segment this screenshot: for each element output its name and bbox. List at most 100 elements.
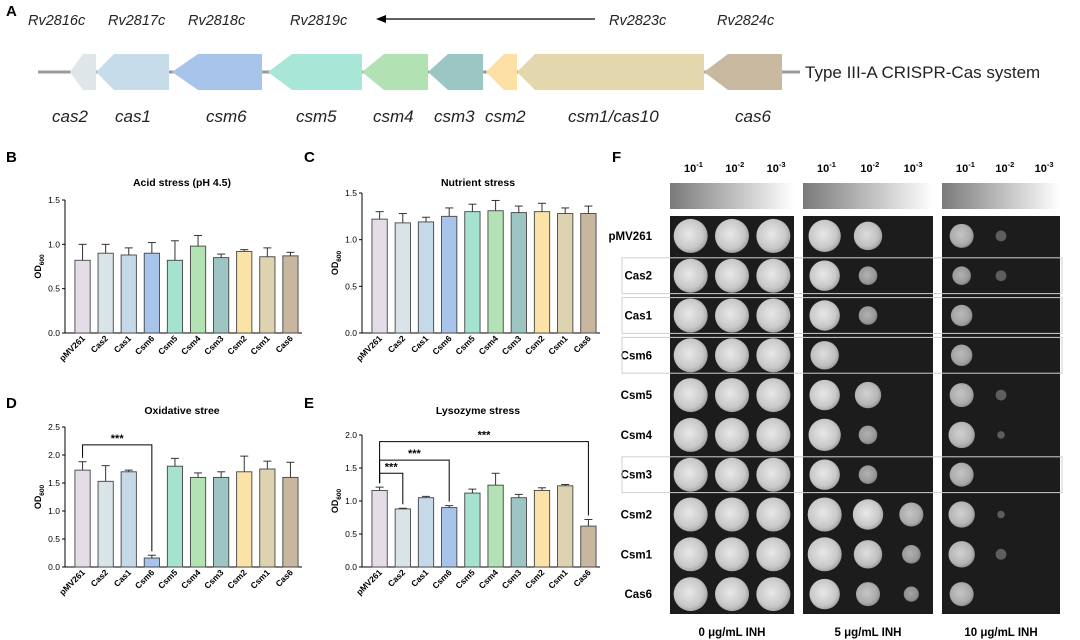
colony-spot (997, 431, 1005, 439)
gene-arrow-csm5 (268, 54, 362, 90)
highlight-row-box (621, 257, 1063, 295)
colony-spot (673, 338, 708, 373)
y-tick-label: 0.5 (345, 281, 357, 291)
dilution-base: 10 (956, 163, 968, 175)
dilution-label: 10-1 (817, 160, 836, 175)
colony-spot (995, 548, 1007, 560)
y-axis-label-subscript: 600 (39, 484, 46, 495)
colony-spot (808, 219, 841, 253)
colony-spot (903, 586, 919, 602)
x-tick-label: Csm1 (248, 333, 272, 357)
colony-spot (995, 270, 1007, 282)
gene-arrow-csm2 (486, 54, 517, 90)
dilution-wedge (670, 183, 794, 209)
bar-csm3 (510, 212, 527, 334)
colony-spot (673, 258, 708, 293)
gene-arrow-cas2 (70, 54, 96, 90)
x-tick-label: Cas6 (273, 333, 295, 355)
bar-pmv261 (371, 218, 388, 334)
bar-csm1 (557, 213, 574, 334)
colony-spot (948, 421, 975, 449)
locus-tag-rv2819c: Rv2819c (290, 13, 348, 29)
transcription-arrowhead (376, 15, 386, 23)
strain-label-cas1: Cas1 (625, 311, 653, 323)
chart-oxidative-stress: Oxidative streeOD6000.00.51.01.52.02.5pM… (33, 405, 302, 597)
locus-tag-rv2818c: Rv2818c (188, 13, 246, 29)
x-tick-label: pMV261 (354, 333, 384, 363)
colony-spot (673, 537, 708, 572)
y-tick-label: 1.5 (48, 195, 60, 205)
colony-spot (858, 465, 878, 485)
strain-label-cas2: Cas2 (625, 271, 653, 283)
chart-title: Oxidative stree (144, 405, 219, 417)
panel-letter-c: C (304, 149, 315, 166)
x-tick-label: Cas6 (273, 567, 295, 589)
x-tick-label: Csm5 (156, 333, 180, 357)
bar-cas6 (282, 255, 299, 334)
colony-spot (673, 577, 708, 612)
bar-csm4 (487, 484, 504, 568)
colony-spot (756, 298, 791, 333)
significance-label: *** (385, 461, 399, 473)
panel-letter-e: E (304, 395, 314, 412)
y-axis-label-main: OD (330, 261, 340, 275)
bar-csm3 (510, 497, 527, 568)
significance-label: *** (111, 433, 125, 445)
significance-label: *** (478, 430, 492, 442)
colony-spot (715, 577, 749, 612)
colony-spot (853, 540, 883, 569)
colony-spot (810, 341, 839, 370)
bar-cas1 (120, 471, 137, 568)
x-tick-label: Csm3 (202, 567, 226, 591)
bar-cas6 (282, 476, 299, 568)
x-tick-label: Csm1 (546, 333, 570, 357)
dilution-base: 10 (817, 163, 829, 175)
locus-tag-rv2824c: Rv2824c (717, 13, 775, 29)
x-tick-label: Csm4 (179, 567, 203, 591)
bar-cas6 (580, 525, 597, 568)
y-tick-label: 0.0 (345, 562, 357, 572)
dilution-label: 10-2 (995, 160, 1014, 175)
y-tick-label: 2.0 (345, 430, 357, 440)
gene-arrow-cas1 (96, 54, 169, 90)
dilution-wedge (942, 183, 1060, 209)
highlight-row-box (621, 456, 1063, 494)
bar-pmv261 (371, 489, 388, 568)
dilution-base: 10 (767, 163, 779, 175)
panel-letter-b: B (6, 149, 17, 166)
colony-spot (809, 459, 840, 490)
colony-spot (995, 389, 1007, 401)
bar-csm6 (143, 557, 160, 568)
colony-spot (949, 462, 974, 487)
panel-letter-f: F (612, 149, 621, 166)
strain-label-pmv261: pMV261 (609, 231, 653, 243)
highlight-row-box (621, 336, 1063, 374)
strain-label-csm1: Csm1 (621, 549, 653, 561)
condition-label: 10 μg/mL INH (964, 627, 1037, 639)
colony-spot (756, 378, 791, 413)
strain-label-csm6: Csm6 (621, 350, 652, 362)
bar-csm4 (189, 245, 207, 334)
y-tick-label: 0.5 (48, 284, 60, 294)
dilution-exponent: -2 (873, 160, 880, 169)
dilution-base: 10 (904, 163, 916, 175)
colony-spot (673, 457, 708, 492)
y-tick-label: 1.0 (345, 496, 357, 506)
dilution-exponent: -3 (779, 160, 786, 169)
bar-csm4 (189, 476, 207, 568)
dilution-label: 10-3 (1035, 160, 1054, 175)
bar-csm5 (166, 259, 184, 334)
colony-spot (715, 497, 749, 532)
colony-spot (715, 338, 749, 373)
x-tick-label: Csm4 (477, 567, 501, 591)
x-tick-label: Csm3 (500, 333, 524, 357)
y-axis-label: OD600 (33, 484, 46, 509)
significance-bracket (379, 441, 589, 516)
gene-label-csm3: csm3 (434, 107, 475, 126)
bar-cas1 (417, 497, 435, 568)
y-tick-label: 0.5 (48, 534, 60, 544)
x-tick-label: Cas1 (409, 567, 431, 589)
bar-csm5 (464, 211, 481, 334)
dilution-label: 10-2 (860, 160, 879, 175)
